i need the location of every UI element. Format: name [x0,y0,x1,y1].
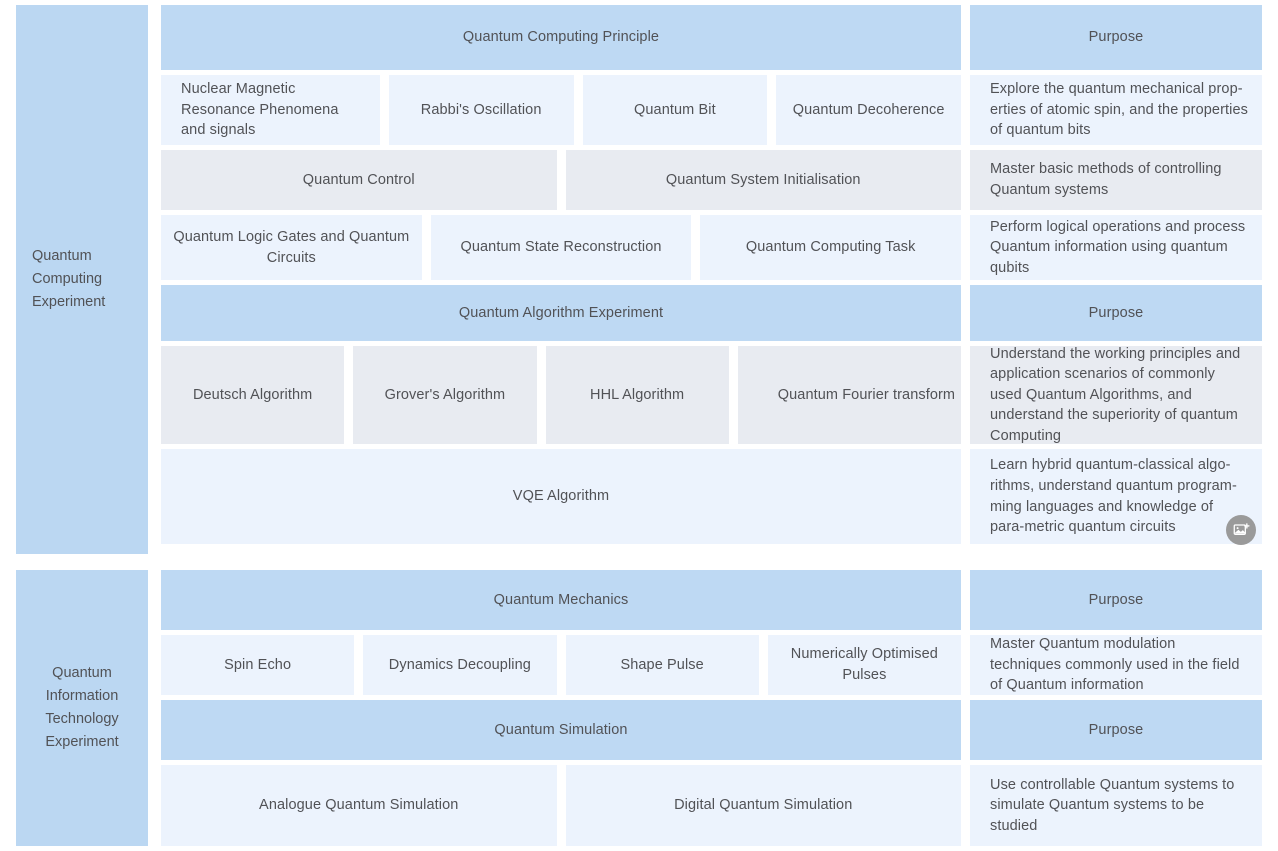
topic-cell-quantum-state-reconstruction[interactable]: Quantum State Reconstruction [430,215,692,280]
group-header-quantum-algorithm-experiment[interactable]: Quantum Algorithm Experiment [161,285,961,341]
purpose-cell: Master basic methods of controlling Quan… [970,150,1262,210]
topic-cell-digital-quantum-simulation[interactable]: Digital Quantum Simulation [565,765,961,846]
topic-row: Spin Echo Dynamics Decoupling Shape Puls… [161,635,961,695]
topic-row: Analogue Quantum Simulation Digital Quan… [161,765,961,846]
topic-cell-vqe-algorithm[interactable]: VQE Algorithm [161,449,961,544]
purpose-cell: Use controllable Quantum systems to simu… [970,765,1262,846]
topic-cell-analogue-quantum-simulation[interactable]: Analogue Quantum Simulation [161,765,557,846]
topic-cell-grovers-algorithm[interactable]: Grover's Algorithm [353,346,537,444]
purpose-header: Purpose [970,5,1262,70]
topic-row: Quantum Logic Gates and Quantum Circuits… [161,215,962,280]
topic-cell-spin-echo[interactable]: Spin Echo [161,635,355,695]
image-plus-icon [1233,522,1250,539]
sidebar-quantum-computing-experiment[interactable]: Quantum Computing Experiment [16,5,148,554]
topic-grid-column: Quantum Computing Principle Nuclear Magn… [161,5,962,554]
section-quantum-information-technology-experiment: Quantum Information Technology Experimen… [16,570,1262,846]
purpose-cell: Perform logical operations and process Q… [970,215,1262,280]
purpose-header: Purpose [970,700,1262,760]
purpose-cell: Explore the quantum mechanical prop-erti… [970,75,1262,145]
topic-row: Nuclear Magnetic Resonance Phenomena and… [161,75,961,145]
topic-cell-rabbis-oscillation[interactable]: Rabbi's Oscillation [388,75,574,145]
topic-cell-quantum-control[interactable]: Quantum Control [161,150,557,210]
topic-cell-quantum-bit[interactable]: Quantum Bit [582,75,768,145]
purpose-cell: Learn hybrid quantum-classical algo-rith… [970,449,1262,544]
group-header-quantum-computing-principle[interactable]: Quantum Computing Principle [161,5,961,70]
topic-row: Quantum Control Quantum System Initialis… [161,150,961,210]
topic-cell-quantum-fourier-transform[interactable]: Quantum Fourier transform [737,346,961,444]
topic-cell-quantum-decoherence[interactable]: Quantum Decoherence [776,75,961,145]
purpose-cell: Master Quantum modulation techniques com… [970,635,1262,695]
group-header-quantum-mechanics[interactable]: Quantum Mechanics [161,570,961,630]
add-image-button[interactable] [1226,515,1256,545]
topic-cell-quantum-logic-gates[interactable]: Quantum Logic Gates and Quantum Circuits [161,215,422,280]
purpose-column: Purpose Explore the quantum mechanical p… [970,5,1262,554]
topic-grid-column: Quantum Mechanics Spin Echo Dynamics Dec… [161,570,961,846]
topic-cell-quantum-system-initialisation[interactable]: Quantum System Initialisation [565,150,961,210]
purpose-column: Purpose Master Quantum modulation techni… [970,570,1262,846]
sidebar-quantum-information-technology-experiment[interactable]: Quantum Information Technology Experimen… [16,570,148,846]
topic-cell-dynamics-decoupling[interactable]: Dynamics Decoupling [363,635,557,695]
topic-cell-deutsch-algorithm[interactable]: Deutsch Algorithm [161,346,345,444]
topic-row: VQE Algorithm [161,449,961,544]
topic-cell-numerically-optimised-pulses[interactable]: Numerically Optimised Pulses [767,635,961,695]
section-quantum-computing-experiment: Quantum Computing Experiment Quantum Com… [16,5,1262,554]
topic-cell-nuclear-magnetic-resonance[interactable]: Nuclear Magnetic Resonance Phenomena and… [161,75,380,145]
topic-cell-shape-pulse[interactable]: Shape Pulse [565,635,759,695]
purpose-cell: Understand the working principles and ap… [970,346,1262,444]
purpose-header: Purpose [970,570,1262,630]
group-header-quantum-simulation[interactable]: Quantum Simulation [161,700,961,760]
topic-row: Deutsch Algorithm Grover's Algorithm HHL… [161,346,961,444]
topic-cell-hhl-algorithm[interactable]: HHL Algorithm [545,346,729,444]
sidebar-label: Quantum Computing Experiment [32,248,106,310]
sidebar-label: Quantum Information Technology Experimen… [45,665,119,750]
topic-cell-quantum-computing-task[interactable]: Quantum Computing Task [700,215,962,280]
purpose-header: Purpose [970,285,1262,341]
